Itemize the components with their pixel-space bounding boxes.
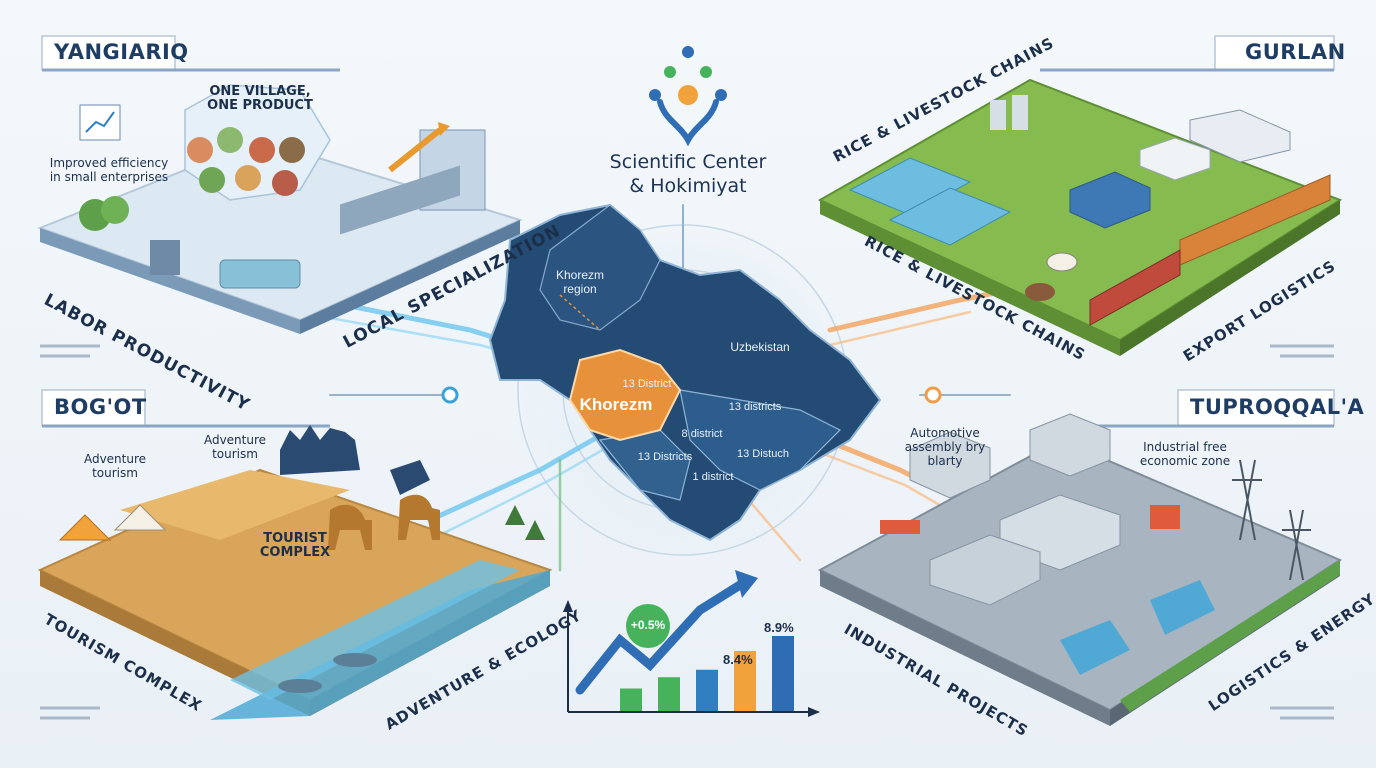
automotive-note-line3: blarty	[927, 454, 963, 468]
chart-growth-label: +0.5%	[630, 618, 666, 632]
center-title: Scientific Center & Hokimiyat	[598, 150, 778, 198]
center-title-line2: & Hokimiyat	[629, 175, 747, 197]
ovop-line2: ONE PRODUCT	[207, 98, 313, 113]
ovop-line1: ONE VILLAGE,	[209, 84, 311, 99]
efficiency-note-line2: in small enterprises	[49, 170, 169, 184]
adventure-note-2: Adventure tourism	[190, 433, 280, 461]
automotive-note: Automotive assembly bry blarty	[900, 426, 990, 468]
free-zone-note-line1: Industrial free	[1143, 440, 1227, 454]
map-label-country: Uzbekistan	[730, 340, 790, 354]
automotive-note-line2: assembly bry	[904, 440, 986, 454]
chart-value-label-2: 8.9%	[764, 620, 794, 635]
tourist-complex-line1: TOURIST	[263, 531, 327, 546]
chart-bar	[620, 688, 642, 711]
yangiariq-illustration	[37, 84, 523, 334]
map-label-khorezm-region: Khorezm region	[545, 268, 615, 296]
chart-bar	[734, 651, 756, 711]
tourist-complex-line2: COMPLEX	[259, 545, 331, 560]
adventure-note-2-line2: tourism	[212, 447, 258, 461]
uzbekistan-map	[488, 203, 882, 542]
region-title-bogot: BOG'OT	[54, 395, 147, 419]
map-district-2: 13 districts	[728, 401, 782, 413]
frame-panels	[40, 35, 1335, 720]
efficiency-note-line1: Improved efficiency	[49, 156, 169, 170]
adventure-note-1-line1: Adventure	[83, 452, 147, 466]
region-title-tuproqqala: TUPROQQAL'A	[1190, 395, 1365, 419]
tourist-complex-label: TOURIST COMPLEX	[245, 532, 345, 560]
efficiency-note: Improved efficiency in small enterprises	[44, 156, 174, 184]
map-district-3: 8 district	[681, 428, 723, 440]
gurlan-illustration	[817, 78, 1343, 356]
adventure-note-1: Adventure tourism	[70, 452, 160, 480]
region-title-yangiariq: YANGIARIQ	[54, 40, 189, 64]
growth-badge	[626, 604, 670, 648]
map-region-line1: Khorezm	[555, 268, 605, 282]
ovop-callout: ONE VILLAGE, ONE PRODUCT	[205, 85, 315, 113]
map-district-4: 13 Districts	[637, 451, 693, 463]
adventure-note-2-line1: Adventure	[203, 433, 267, 447]
chart-bar	[658, 677, 680, 711]
adventure-note-1-line2: tourism	[92, 466, 138, 480]
chart-bar	[696, 669, 718, 711]
growth-trend-arrow	[575, 580, 745, 695]
bogot-illustration	[37, 425, 553, 720]
growth-chart	[563, 570, 820, 717]
chart-bar	[772, 636, 794, 711]
map-district-6: 1 district	[692, 471, 734, 483]
center-title-line1: Scientific Center	[609, 151, 767, 173]
free-zone-note: Industrial free economic zone	[1130, 440, 1240, 468]
tuproqqala-illustration	[817, 413, 1343, 726]
map-district-5: 13 Distuch	[737, 448, 789, 460]
region-title-gurlan: GURLAN	[1245, 40, 1346, 64]
chart-value-label-1: 8.4%	[723, 652, 753, 667]
people-network-icon	[649, 46, 727, 147]
map-label-khorezm: Khorezm	[579, 395, 653, 414]
map-region-line2: region	[563, 282, 597, 296]
map-district-1: 13 District	[622, 378, 672, 390]
free-zone-note-line2: economic zone	[1139, 454, 1231, 468]
automotive-note-line1: Automotive	[910, 426, 980, 440]
